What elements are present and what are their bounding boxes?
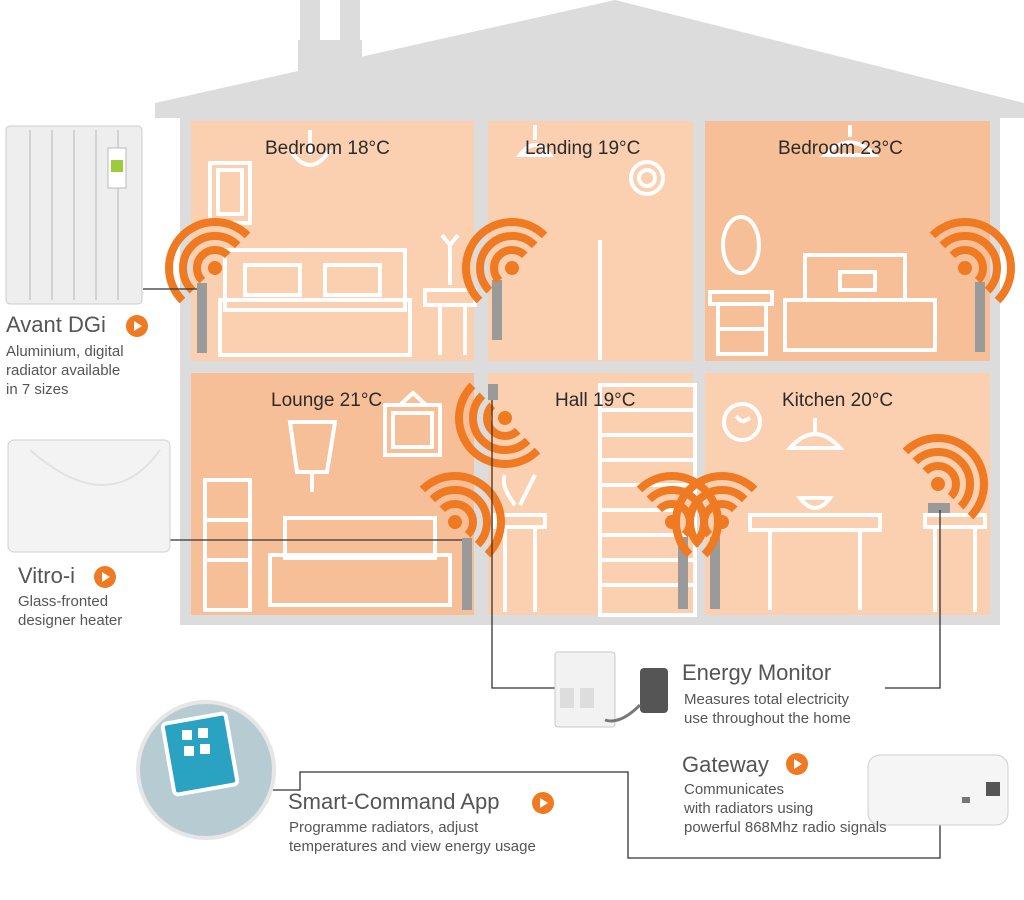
room-label-landing: Landing 19°C xyxy=(525,138,641,159)
vitro-i-desc-line: Glass-fronted xyxy=(18,593,109,610)
smart-command-app-title: Smart-Command App xyxy=(288,789,500,814)
gateway-desc-line: with radiators using xyxy=(684,800,814,817)
vitro-i-title: Vitro-i xyxy=(18,563,76,588)
gateway-desc-line: Communicates xyxy=(684,781,785,798)
avant-dgi-description: Aluminium, digital radiator available in… xyxy=(6,342,124,399)
signal-dots xyxy=(208,261,972,529)
room-label-kitchen: Kitchen 20°C xyxy=(782,390,894,411)
gateway-device xyxy=(867,754,1009,826)
connector-lines xyxy=(143,288,941,859)
app-desc-line: Programme radiators, adjust xyxy=(289,819,479,836)
room-kitchen xyxy=(705,373,990,615)
gateway-description: Communicates with radiators using powerf… xyxy=(684,780,887,837)
play-icon[interactable] xyxy=(94,566,116,588)
play-icon[interactable] xyxy=(786,753,808,775)
app-desc-line: temperatures and view energy usage xyxy=(289,838,536,855)
wifi-signal-icons xyxy=(165,218,1015,558)
avant-dgi-desc-line: in 7 sizes xyxy=(6,381,69,398)
energy-monitor-device xyxy=(554,651,668,728)
vitro-i-desc-line: designer heater xyxy=(18,612,123,629)
energy-monitor-description: Measures total electricity use throughou… xyxy=(684,690,851,728)
gateway-desc-line: powerful 868Mhz radio signals xyxy=(684,819,887,836)
room-label-hall: Hall 19°C xyxy=(555,390,636,411)
avant-dgi-title: Avant DGi xyxy=(6,312,106,337)
energy-monitor-title: Energy Monitor xyxy=(682,660,832,685)
vitro-i-heater xyxy=(7,439,171,553)
play-icon[interactable] xyxy=(126,315,148,337)
room-label-bedroom-1: Bedroom 18°C xyxy=(265,138,390,159)
smart-command-app-image xyxy=(136,700,276,840)
play-icon[interactable] xyxy=(532,792,554,814)
avant-dgi-desc-line: radiator available xyxy=(6,362,121,379)
room-label-bedroom-2: Bedroom 23°C xyxy=(778,138,903,159)
gateway-title: Gateway xyxy=(682,752,769,777)
energy-monitor-desc-line: Measures total electricity xyxy=(684,691,850,708)
vitro-i-description: Glass-fronted designer heater xyxy=(18,592,122,630)
room-radiators xyxy=(197,280,985,610)
energy-monitor-desc-line: use throughout the home xyxy=(684,710,851,727)
smart-command-app-description: Programme radiators, adjust temperatures… xyxy=(289,818,536,856)
avant-dgi-desc-line: Aluminium, digital xyxy=(6,343,124,360)
room-label-lounge: Lounge 21°C xyxy=(271,390,383,411)
avant-dgi-radiator xyxy=(5,125,143,305)
